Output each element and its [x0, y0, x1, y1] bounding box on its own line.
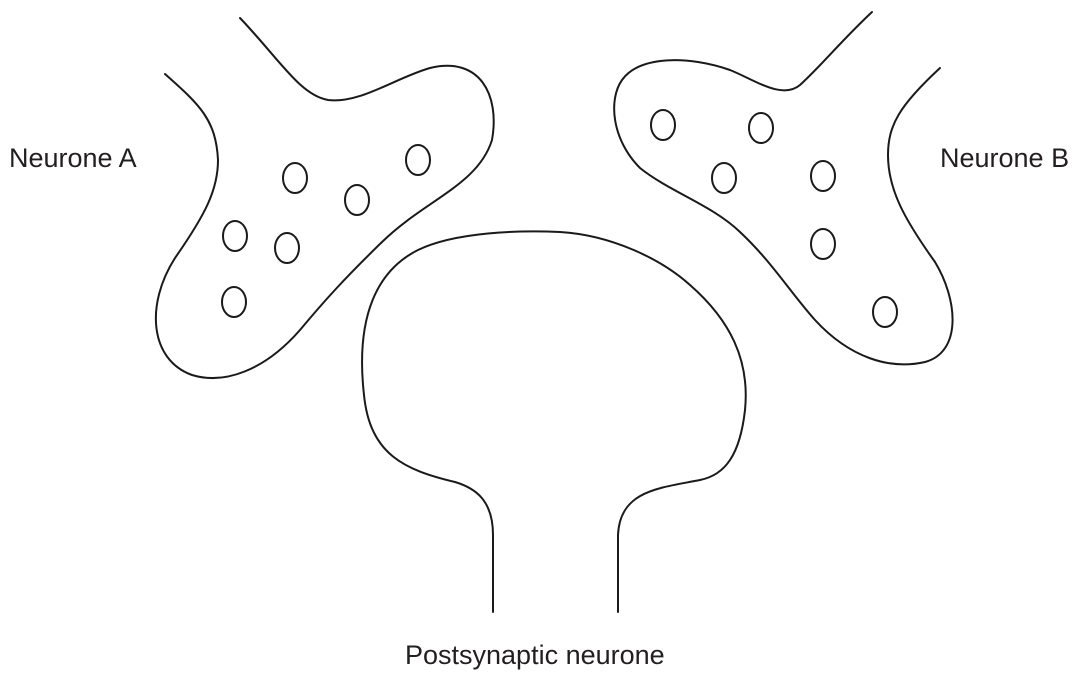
vesicle — [712, 163, 736, 193]
vesicle — [811, 161, 835, 191]
postsynaptic-neurone-label: Postsynaptic neurone — [405, 642, 665, 669]
vesicle — [222, 287, 246, 317]
vesicle — [811, 229, 835, 259]
neurone-a-vesicles — [222, 145, 430, 317]
neurone-b-vesicles — [651, 110, 897, 327]
neurone-b-terminal — [614, 12, 952, 364]
neurone-a-label: Neurone A — [9, 145, 137, 172]
neurone-a-terminal — [156, 18, 494, 378]
vesicle — [651, 110, 675, 140]
vesicle — [275, 233, 299, 263]
vesicle — [873, 297, 897, 327]
neurone-b-label: Neurone B — [940, 145, 1069, 172]
vesicle — [749, 113, 773, 143]
vesicle — [283, 163, 307, 193]
vesicle — [345, 185, 369, 215]
vesicle — [223, 221, 247, 251]
vesicle — [406, 145, 430, 175]
postsynaptic-neurone — [362, 231, 746, 612]
